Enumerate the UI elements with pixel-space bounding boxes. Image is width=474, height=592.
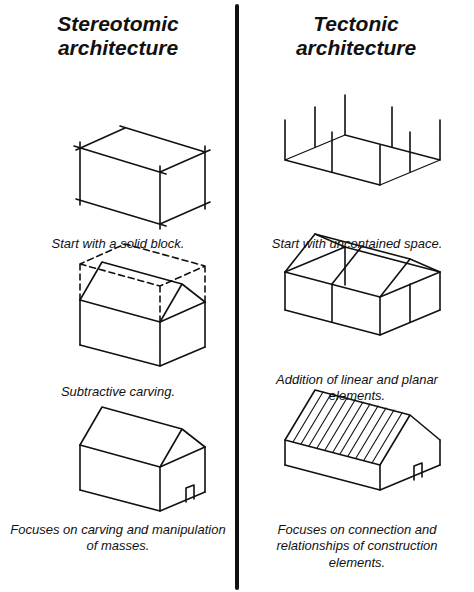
timber-frame (285, 310, 440, 335)
timber-frame (285, 247, 440, 297)
framed-house (414, 463, 422, 480)
gable-mass (80, 407, 205, 511)
column-heading: Stereotomic architecture (18, 12, 218, 60)
post-grid (285, 95, 440, 185)
column-heading: Tectonic architecture (256, 12, 456, 60)
caption: Focuses on carving and manipulation of m… (8, 522, 228, 555)
timber-frame (285, 247, 440, 335)
gable-mass (80, 407, 205, 467)
caption: Addition of linear and planar elements. (262, 372, 452, 405)
solid-block (76, 199, 210, 226)
caption: Focuses on connection and relationships … (262, 522, 452, 571)
framed-house (285, 390, 440, 490)
carved-block (80, 300, 205, 322)
column-divider (235, 6, 239, 588)
gable-mass (186, 485, 194, 502)
framed-house (285, 465, 440, 490)
carved-block (80, 244, 205, 366)
solid-block (80, 142, 205, 229)
caption: Start with a solid block. (8, 236, 228, 252)
solid-block (74, 126, 210, 174)
caption: Start with uncontained space. (250, 236, 464, 252)
carved-block (80, 262, 205, 322)
solid-block (74, 126, 210, 229)
caption: Subtractive carving. (8, 384, 228, 400)
gable-mass (80, 445, 205, 511)
carved-block (80, 345, 205, 366)
post-grid (285, 95, 440, 185)
gable-mass (80, 445, 205, 467)
carved-block (80, 300, 205, 366)
carved-block (80, 244, 205, 322)
post-grid (285, 135, 440, 185)
